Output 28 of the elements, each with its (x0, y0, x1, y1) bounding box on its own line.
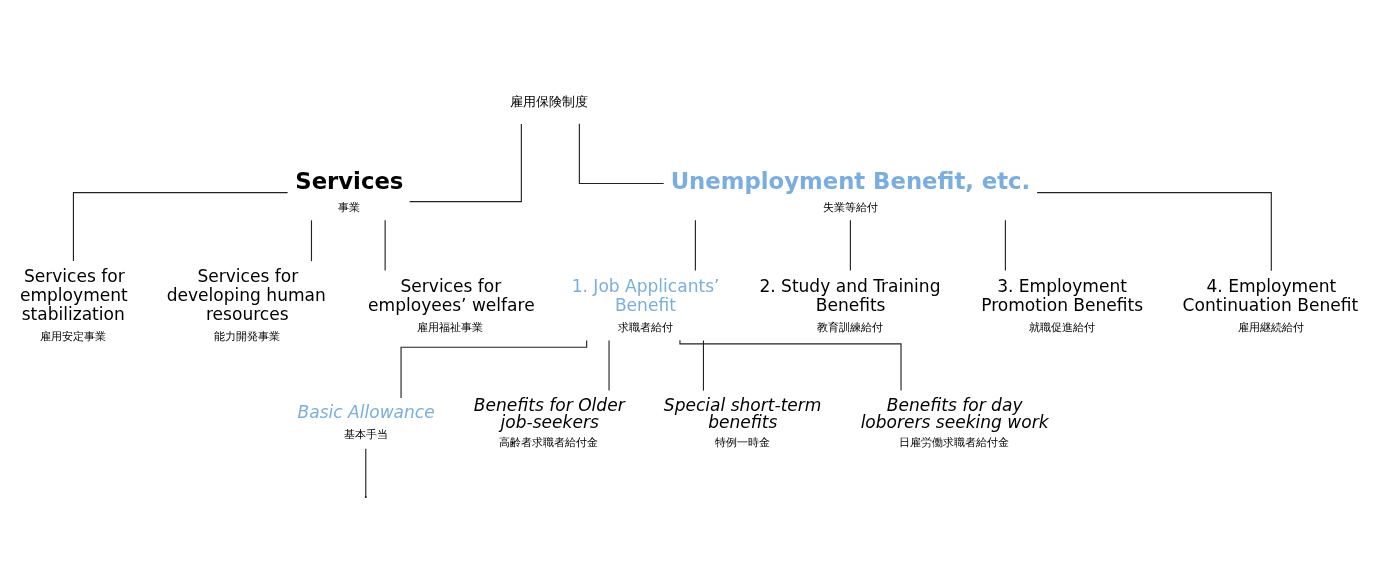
node-text: Unemployment Benefit, etc. 失業等給付 (670, 167, 1031, 214)
connector (679, 339, 902, 392)
node-text: Benefits for Older job-seekers 高齢者求職者給付金 (473, 394, 625, 450)
connector (1036, 192, 1272, 272)
node-text: Services for employment stabilization 雇用安定事業 (19, 265, 128, 343)
node-text: 4. Employment Continuation Benefit 雇用継続給付 (1182, 275, 1359, 334)
connector (400, 339, 588, 399)
node-text: 3. Employment Promotion Benefits 就職促進給付 (981, 275, 1144, 334)
connector (608, 339, 610, 392)
connector (409, 123, 522, 203)
node-text: Services for developing human resources 能力開発事業 (166, 265, 326, 343)
connector (384, 219, 386, 272)
node-text: Special short-term benefits 特例一時金 (663, 394, 822, 450)
connector (310, 219, 313, 262)
node-text: Services for employees’ welfare 雇用福祉事業 (368, 275, 535, 334)
node-text: Services 事業 (295, 167, 404, 214)
connector (365, 448, 367, 497)
connector (1004, 219, 1006, 272)
node-text: 2. Study and Training Benefits 教育訓練給付 (759, 275, 941, 334)
connector (694, 219, 696, 272)
node-text: 1. Job Applicants’ Benefit 求職者給付 (571, 275, 720, 334)
connector (72, 192, 289, 262)
connector (702, 339, 705, 392)
node-text: Basic Allowance 基本手当 (297, 401, 435, 442)
node-text: Benefits for day loborers seeking work 日雇労働求職者給付金 (860, 394, 1049, 450)
connector (849, 219, 851, 272)
node-text: 雇用保険制度 (510, 94, 589, 110)
connector (578, 123, 665, 185)
